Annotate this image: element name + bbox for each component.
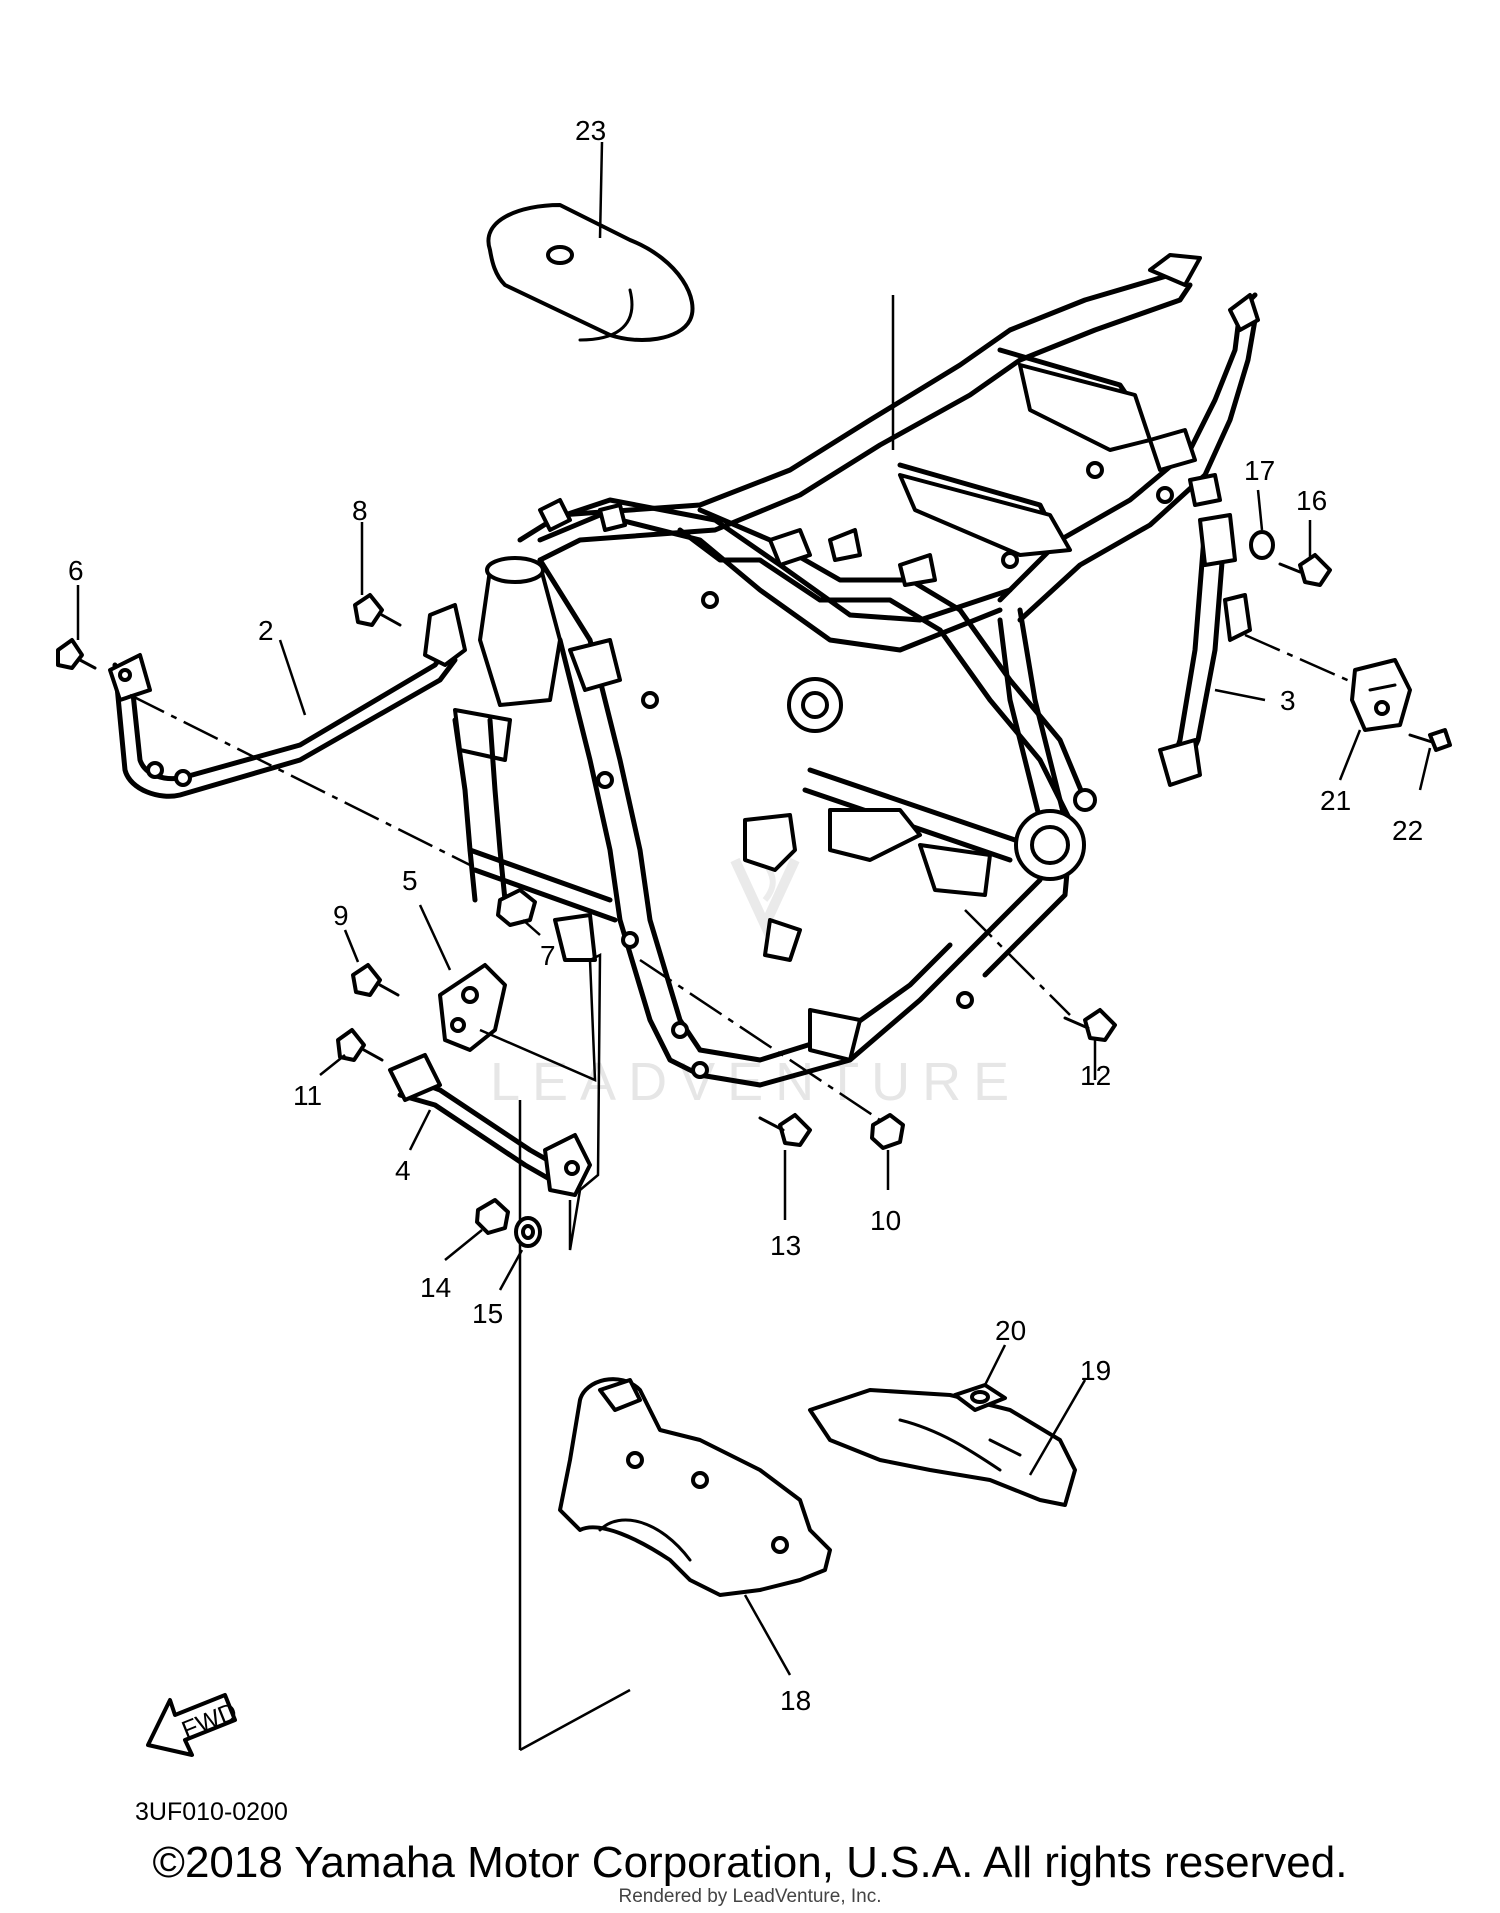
callout-10: 10 — [870, 1205, 901, 1236]
part-16-bolt — [1278, 553, 1332, 587]
callout-11: 11 — [293, 1080, 322, 1111]
part-20-grommet — [953, 1383, 1007, 1412]
callout-15: 15 — [472, 1298, 503, 1329]
callout-12: 12 — [1080, 1060, 1111, 1091]
part-5-bracket — [438, 963, 507, 1052]
callout-7: 7 — [540, 940, 556, 971]
copyright-notice: ©2018 Yamaha Motor Corporation, U.S.A. A… — [152, 1838, 1348, 1887]
part-18-cover — [558, 1377, 832, 1597]
part-21-clamp — [1350, 658, 1412, 732]
callout-13: 13 — [770, 1230, 801, 1261]
fwd-arrow-icon: FWD — [146, 1693, 241, 1757]
callout-3: 3 — [1280, 685, 1296, 716]
callout-9: 9 — [333, 900, 349, 931]
main-frame — [452, 253, 1260, 1088]
part-10-nut — [870, 1113, 905, 1150]
part-7-nut — [496, 888, 537, 927]
part-2-stay — [108, 603, 467, 799]
callout-23: 23 — [575, 115, 606, 146]
callout-16: 16 — [1296, 485, 1327, 516]
part-19-cover — [808, 1388, 1077, 1507]
part-3-stay — [1158, 513, 1252, 787]
part-14-nut — [475, 1198, 510, 1235]
part-13-bolt — [758, 1113, 812, 1147]
callout-2: 2 — [258, 615, 274, 646]
callout-21: 21 — [1320, 785, 1351, 816]
part-12-bolt — [1063, 1008, 1117, 1042]
part-23-cover — [486, 203, 695, 342]
callout-5: 5 — [402, 865, 418, 896]
part-9-bolt — [351, 963, 400, 997]
part-11-bolt — [336, 1028, 384, 1062]
callout-6: 6 — [68, 555, 84, 586]
part-17-washer — [1249, 530, 1275, 560]
callout-22: 22 — [1392, 815, 1423, 846]
part-22-screw — [1408, 728, 1452, 752]
rendered-by-credit: Rendered by LeadVenture, Inc. — [618, 1886, 882, 1907]
callout-18: 18 — [780, 1685, 811, 1716]
callout-20: 20 — [995, 1315, 1026, 1346]
callout-17: 17 — [1244, 455, 1275, 486]
part-8-bolt — [353, 593, 402, 627]
figure-code: 3UF010-0200 — [135, 1798, 288, 1826]
callout-4: 4 — [395, 1155, 411, 1186]
part-6-bolt — [56, 638, 97, 670]
part-4-stay — [388, 1053, 592, 1197]
callout-8: 8 — [352, 495, 368, 526]
callout-19: 19 — [1080, 1355, 1111, 1386]
callout-14: 14 — [420, 1272, 451, 1303]
part-15-washer — [514, 1216, 542, 1248]
